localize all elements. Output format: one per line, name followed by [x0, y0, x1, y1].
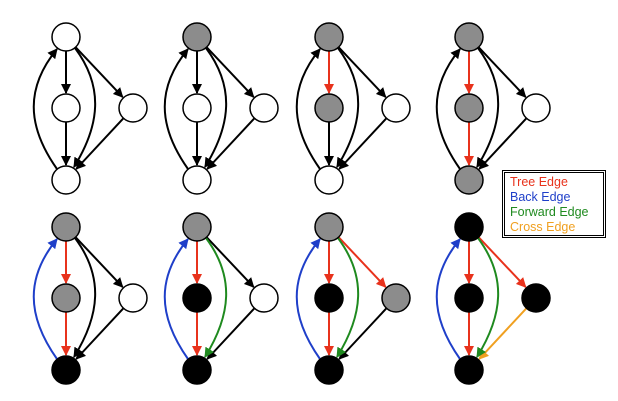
node-a	[51, 212, 81, 242]
edge-da	[32, 238, 58, 360]
edge-cd	[338, 117, 388, 170]
edge-ad	[73, 47, 97, 168]
node-a	[182, 22, 212, 52]
graph-panel-3	[295, 22, 411, 195]
edge-da	[435, 238, 461, 360]
node-b	[314, 93, 344, 123]
legend-forward-edge: Forward Edge	[510, 205, 589, 219]
legend: Tree Edge Back Edge Forward Edge Cross E…	[502, 170, 606, 238]
edge-cd	[206, 307, 256, 360]
edge-da	[163, 48, 189, 170]
node-a	[51, 22, 81, 52]
node-a	[314, 212, 344, 242]
graph-panel-4	[435, 22, 551, 195]
edge-ac	[477, 236, 527, 288]
node-b	[182, 93, 212, 123]
node-a	[454, 22, 484, 52]
edge-cd	[478, 307, 528, 360]
node-c	[521, 283, 551, 313]
node-c	[118, 283, 148, 313]
edge-cd	[338, 307, 388, 360]
node-b	[314, 283, 344, 313]
node-d	[182, 355, 212, 385]
node-d	[51, 355, 81, 385]
node-b	[51, 93, 81, 123]
edge-ad	[73, 237, 97, 358]
graph-panel-5	[32, 212, 148, 385]
legend-back-edge: Back Edge	[510, 190, 571, 204]
graph-panel-6	[163, 212, 279, 385]
edge-ac	[74, 236, 124, 288]
graph-panel-2	[163, 22, 279, 195]
edge-da	[295, 48, 321, 170]
node-d	[314, 355, 344, 385]
node-c	[381, 93, 411, 123]
node-b	[182, 283, 212, 313]
node-b	[51, 283, 81, 313]
node-d	[51, 165, 81, 195]
node-b	[454, 283, 484, 313]
edge-cd	[75, 307, 125, 360]
legend-tree-edge: Tree Edge	[510, 175, 568, 189]
edge-da	[163, 238, 189, 360]
edge-ac	[477, 46, 527, 98]
edge-cd	[206, 117, 256, 170]
node-c	[118, 93, 148, 123]
edge-ad	[204, 47, 228, 168]
edge-ac	[337, 236, 387, 288]
edge-ad	[476, 237, 500, 358]
node-a	[454, 212, 484, 242]
edge-ad	[336, 237, 360, 358]
edge-da	[295, 238, 321, 360]
graph-panel-1	[32, 22, 148, 195]
node-c	[249, 93, 279, 123]
edge-ad	[336, 47, 360, 168]
edge-ac	[205, 46, 255, 98]
edge-cd	[478, 117, 528, 170]
edge-ad	[204, 237, 228, 358]
edge-da	[435, 48, 461, 170]
edge-cd	[75, 117, 125, 170]
edge-ac	[337, 46, 387, 98]
graph-panel-7	[295, 212, 411, 385]
node-a	[182, 212, 212, 242]
node-d	[182, 165, 212, 195]
node-c	[381, 283, 411, 313]
graph-panel-8	[435, 212, 551, 385]
edge-ad	[476, 47, 500, 168]
node-b	[454, 93, 484, 123]
edge-ac	[74, 46, 124, 98]
legend-cross-edge: Cross Edge	[510, 220, 576, 234]
node-d	[454, 165, 484, 195]
node-a	[314, 22, 344, 52]
node-d	[314, 165, 344, 195]
edge-ac	[205, 236, 255, 288]
node-c	[249, 283, 279, 313]
edge-da	[32, 48, 58, 170]
node-d	[454, 355, 484, 385]
node-c	[521, 93, 551, 123]
